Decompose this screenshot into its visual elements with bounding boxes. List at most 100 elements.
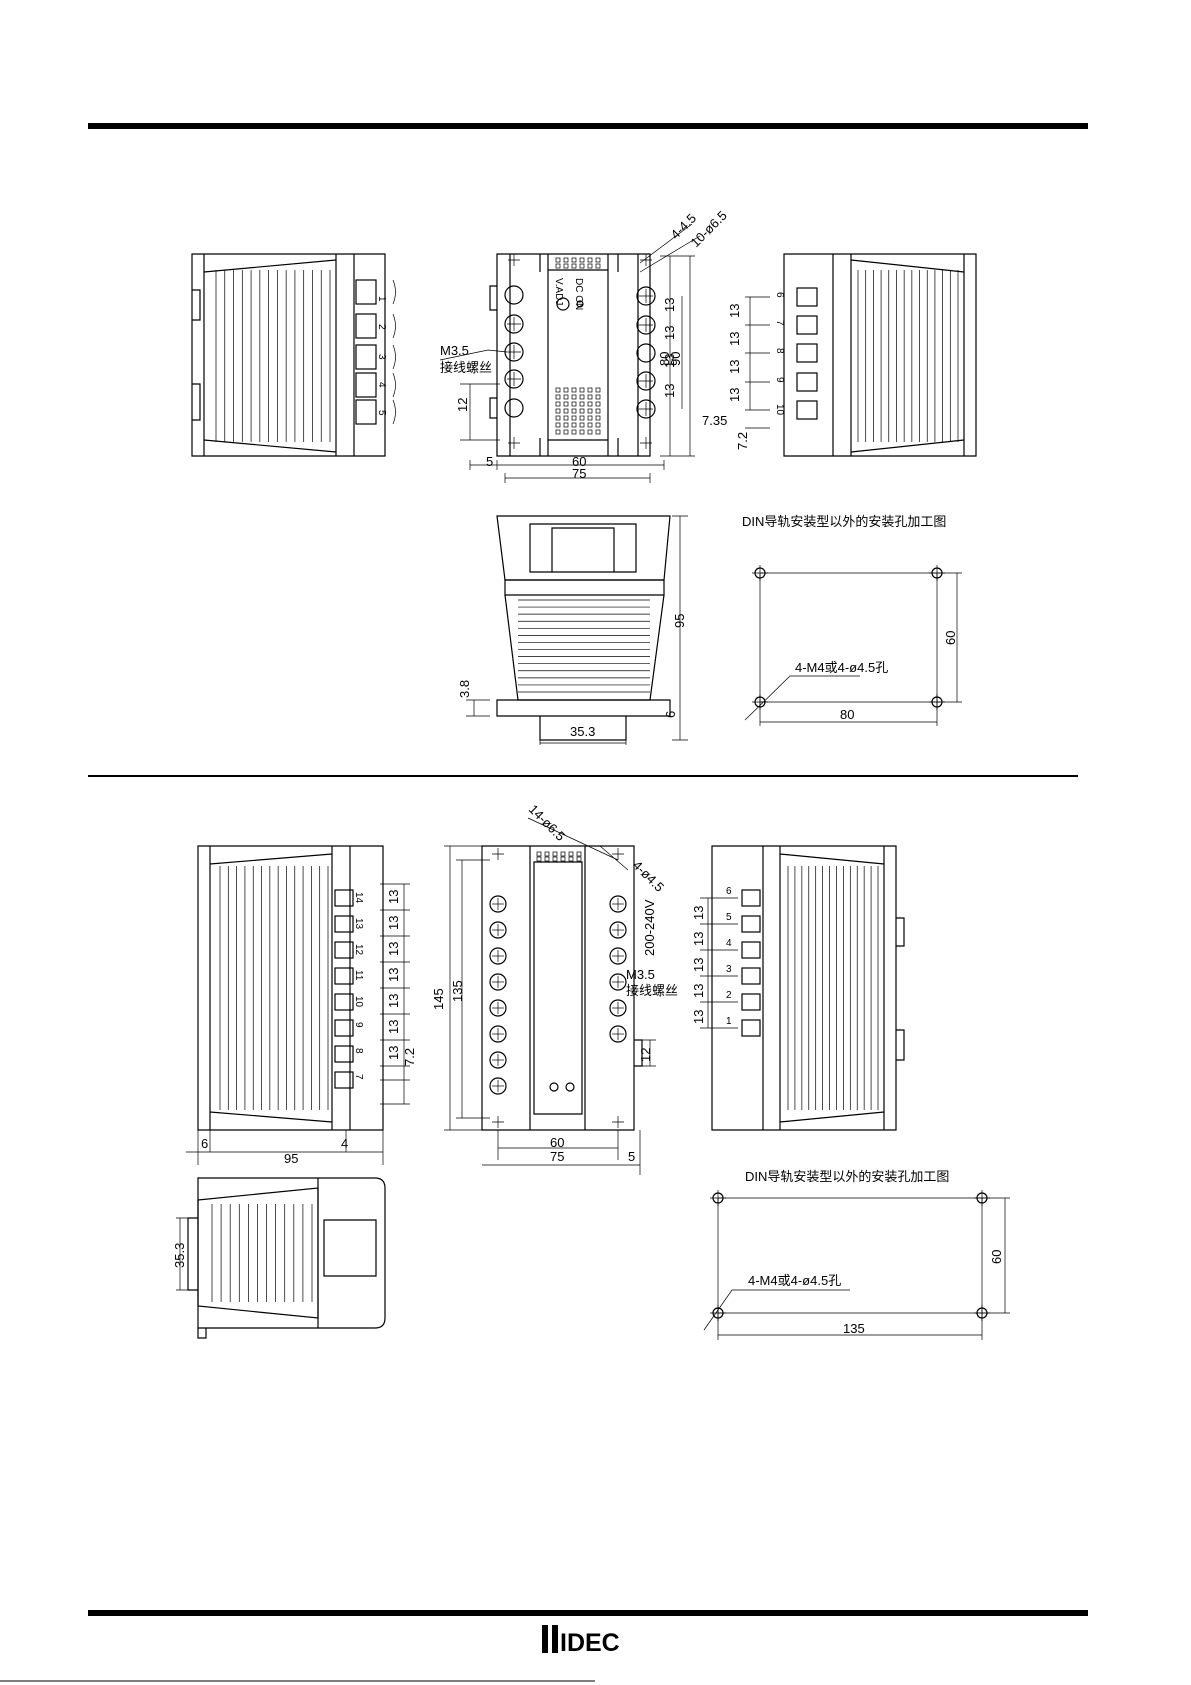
vent-slot xyxy=(571,263,577,269)
bl-pitch-d: 13 xyxy=(386,968,401,982)
dim-pitch-b: 13 xyxy=(662,326,677,340)
right-terminal-8: 8 xyxy=(774,348,785,354)
vent-slot xyxy=(579,401,585,407)
top-front-view: V.ADJ DC ON 5 60 75 80 90 13 13 13 13 7.… xyxy=(439,208,730,483)
bottom-mount-holes: 4-M4或4-ø4.5孔 xyxy=(748,1273,841,1288)
rt-pitch-b: 13 xyxy=(727,332,742,346)
bottom-side-view-left: 14 13 12 11 10 9 8 7 13 13 13 13 13 13 1… xyxy=(186,845,417,1166)
screw-terminal xyxy=(489,895,507,913)
bl-pitch-f: 13 xyxy=(386,1020,401,1034)
screw-terminal xyxy=(489,921,507,939)
front-label-vadj: V.ADJ xyxy=(553,278,564,305)
vent-slot xyxy=(563,415,569,421)
vent-slot xyxy=(579,415,585,421)
right-terminal-9: 9 xyxy=(774,377,785,383)
vent-slot xyxy=(587,422,593,428)
bl-terminal-14: 14 xyxy=(353,892,364,904)
vent-slot xyxy=(563,387,569,393)
vent-slot xyxy=(579,408,585,414)
screw-terminal xyxy=(609,1025,627,1043)
bf-voltage: 200-240V xyxy=(642,899,657,956)
bl-terminal-7: 7 xyxy=(353,1074,364,1080)
bottom-mount-height-60: 60 xyxy=(989,1250,1004,1264)
screw-terminal xyxy=(609,999,627,1017)
bl-terminal-12: 12 xyxy=(353,944,364,956)
side-terminal-1: 1 xyxy=(376,296,387,302)
vent-slot xyxy=(595,422,601,428)
vent-slot xyxy=(555,263,561,269)
vent-slot xyxy=(536,856,542,862)
bottom-mount-width-135: 135 xyxy=(843,1321,865,1336)
side-terminal-4: 4 xyxy=(376,382,387,388)
screw-terminal xyxy=(489,947,507,965)
bl-terminal-8: 8 xyxy=(353,1048,364,1054)
bf-dim-75: 75 xyxy=(550,1149,564,1164)
bl-dim-4: 4 xyxy=(341,1136,348,1151)
bv-dim-35-3: 35.3 xyxy=(570,724,595,739)
bl-dim-7-2: 7.2 xyxy=(402,1048,417,1066)
bf-screw-spec: M3.5 xyxy=(626,967,655,982)
rt-pitch-d: 13 xyxy=(727,388,742,402)
rt-pitch-a: 13 xyxy=(727,304,742,318)
top-front-left-terminals xyxy=(504,285,524,418)
screw-terminal xyxy=(489,973,507,991)
bf-dim-135: 135 xyxy=(450,980,465,1002)
vent-slot xyxy=(587,263,593,269)
vent-slot xyxy=(555,422,561,428)
vent-slot xyxy=(587,429,593,435)
br-terminal-4: 4 xyxy=(726,938,732,949)
vent-slot xyxy=(555,387,561,393)
vent-slot xyxy=(587,387,593,393)
vent-slot xyxy=(595,401,601,407)
vent-slot xyxy=(555,394,561,400)
top-mount-title: DIN导轨安装型以外的安装孔加工图 xyxy=(742,514,946,529)
front-label-dcon: DC ON xyxy=(573,278,584,310)
vent-slot xyxy=(563,257,569,263)
top-mount-height-60: 60 xyxy=(943,631,958,645)
vent-slot xyxy=(579,257,585,263)
top-bottom-view: 95 3.8 6 35.3 xyxy=(457,515,688,745)
dim-7-35: 7.35 xyxy=(702,413,727,428)
bf-callout-4-4-5: 4-ø4.5 xyxy=(630,858,667,895)
bl-terminal-10: 10 xyxy=(353,996,364,1008)
idec-logo: IDEC xyxy=(542,1625,620,1657)
screw-terminal xyxy=(489,999,507,1017)
screw-terminal xyxy=(609,895,627,913)
vent-slot xyxy=(552,856,558,862)
vent-slot xyxy=(579,429,585,435)
bv-dim-95: 95 xyxy=(672,614,687,628)
vent-slot xyxy=(595,429,601,435)
dim-60: 60 xyxy=(572,454,586,469)
bl-pitch-c: 13 xyxy=(386,942,401,956)
bd-dim-35-3: 35.3 xyxy=(172,1243,187,1268)
top-side-view-right: 6 7 8 9 10 13 13 13 13 7.2 xyxy=(727,253,977,457)
bottom-mounting-pattern: DIN导轨安装型以外的安装孔加工图 135 60 4-M4或4-ø4.5孔 xyxy=(703,1169,1010,1340)
vent-slot xyxy=(555,408,561,414)
right-terminal-6: 6 xyxy=(774,292,785,298)
vent-slot xyxy=(571,257,577,263)
vent-slot xyxy=(555,401,561,407)
vent-slot xyxy=(552,851,558,857)
vent-slot xyxy=(571,401,577,407)
logo-mark-gap xyxy=(548,1625,552,1653)
screw-terminal xyxy=(489,1051,507,1069)
top-mounting-pattern: DIN导轨安装型以外的安装孔加工图 80 60 4-M4或4-ø4.5孔 xyxy=(742,514,962,726)
dc-on-led xyxy=(576,300,584,308)
vent-slot xyxy=(571,415,577,421)
vent-slot xyxy=(563,263,569,269)
right-terminal-7: 7 xyxy=(774,320,785,326)
side-terminal-5: 5 xyxy=(376,410,387,416)
bv-dim-3-8: 3.8 xyxy=(457,680,472,698)
vent-slot xyxy=(555,415,561,421)
bf-dim-12: 12 xyxy=(638,1048,653,1062)
vent-slot xyxy=(563,429,569,435)
rt-dim-7-2: 7.2 xyxy=(735,432,750,450)
top-left-terminal-column: 1 2 3 4 5 xyxy=(355,279,396,425)
vent-slot xyxy=(563,422,569,428)
vent-slot xyxy=(587,415,593,421)
vent-slot xyxy=(595,263,601,269)
vent-slot xyxy=(595,257,601,263)
vent-slot xyxy=(579,387,585,393)
bottom-front-indicator-b xyxy=(565,1082,575,1092)
br-pitch-c: 13 xyxy=(691,958,706,972)
